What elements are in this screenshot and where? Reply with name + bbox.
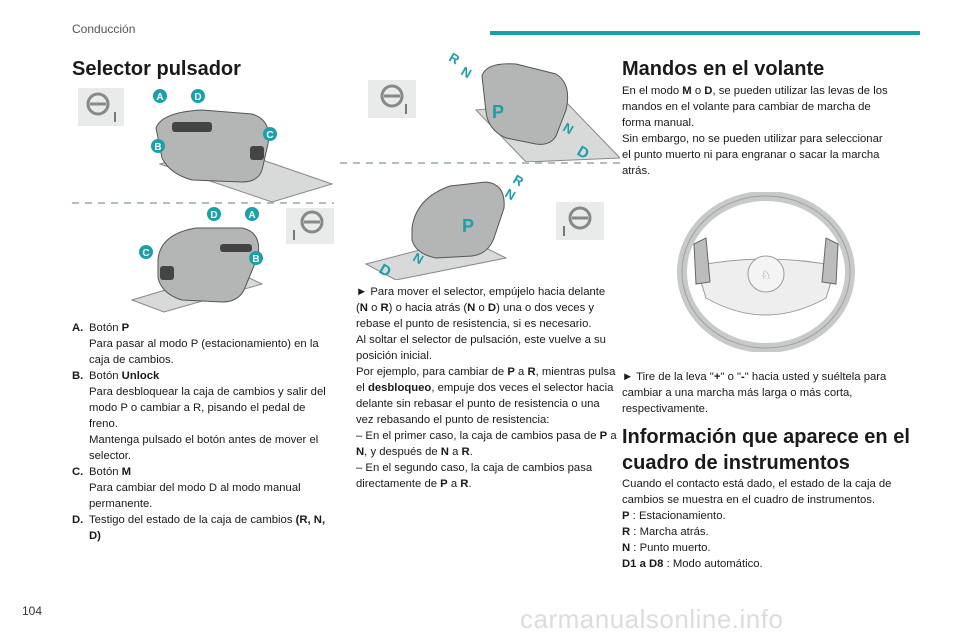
label-a: A <box>156 92 163 103</box>
watermark: carmanualsonline.info <box>520 604 784 634</box>
label-a: A <box>248 210 255 221</box>
steering-wheel-figure: ♘ <box>677 192 855 352</box>
callout-labels: D A C B <box>139 207 263 265</box>
legend-item-a: A. Botón P Para pasar al modo P (estacio… <box>72 322 319 366</box>
running-header: Conducción <box>72 22 136 36</box>
legend-item-d: D. Testigo del estado de la caja de camb… <box>72 514 326 542</box>
paragraph-case-one: – En el primer caso, la caja de cambios … <box>356 430 617 458</box>
label-c: C <box>142 248 149 259</box>
steering-controls-text: En el modo M o D, se pueden utilizar las… <box>622 85 888 177</box>
label-d: D <box>210 210 217 221</box>
shift-figure-forward: R N P N D <box>368 50 620 162</box>
header-accent-bar <box>490 31 920 35</box>
section-title-steering-controls: Mandos en el volante <box>622 58 825 80</box>
divider-dashed-middle <box>340 162 620 164</box>
paragraph-case-two: – En el segundo caso, la caja de cambios… <box>356 462 593 490</box>
instrument-info-text: Cuando el contacto está dado, el estado … <box>622 478 892 570</box>
svg-text:P: P <box>462 216 474 236</box>
state-item: N : Punto muerto. <box>622 542 711 554</box>
label-b: B <box>154 142 161 153</box>
section-title-selector: Selector pulsador <box>72 58 241 80</box>
paddle-minus-icon <box>693 237 711 285</box>
divider-dashed-left <box>72 202 334 204</box>
state-item: D1 a D8 : Modo automático. <box>622 558 763 570</box>
svg-text:N: N <box>459 64 475 82</box>
state-item: R : Marcha atrás. <box>622 526 709 538</box>
steering-wheel-icon <box>368 80 416 118</box>
steering-wheel-icon <box>78 88 124 126</box>
label-d: D <box>194 92 201 103</box>
callout-labels: A D C B <box>151 89 277 153</box>
svg-text:R: R <box>447 50 463 68</box>
steering-wheel-icon <box>556 202 604 240</box>
svg-text:P: P <box>492 102 504 122</box>
section-title-instrument-info: Información que aparece en el cuadro de … <box>622 426 910 474</box>
selector-figure-bottom: D A C B <box>130 207 334 313</box>
paddle-instructions: ► Tire de la leva "+" o "-" hacia usted … <box>622 371 887 415</box>
shift-instructions: ► Para mover el selector, empújelo hacia… <box>356 284 620 492</box>
button-legend: A. Botón P Para pasar al modo P (estacio… <box>72 320 334 544</box>
paragraph-push: ► Para mover el selector, empújelo hacia… <box>356 286 606 330</box>
page-number: 104 <box>22 604 43 618</box>
label-c: C <box>266 130 273 141</box>
selector-figure-top: A D C B <box>78 88 334 203</box>
state-item: P : Estacionamiento. <box>622 510 726 522</box>
label-b: B <box>252 254 259 265</box>
paragraph-release: Al soltar el selector de pulsación, este… <box>356 334 606 362</box>
paragraph-example: Por ejemplo, para cambiar de P a R, mien… <box>356 366 616 426</box>
shift-figure-backward: R N P N D <box>364 172 604 280</box>
paddle-plus-icon <box>821 237 839 285</box>
steering-wheel-icon <box>286 208 334 244</box>
legend-item-b: B. Botón Unlock Para desbloquear la caja… <box>72 370 326 462</box>
legend-item-c: C. Botón M Para cambiar del modo D al mo… <box>72 466 301 510</box>
brand-logo-icon: ♘ <box>761 268 772 282</box>
svg-text:N: N <box>503 186 519 204</box>
